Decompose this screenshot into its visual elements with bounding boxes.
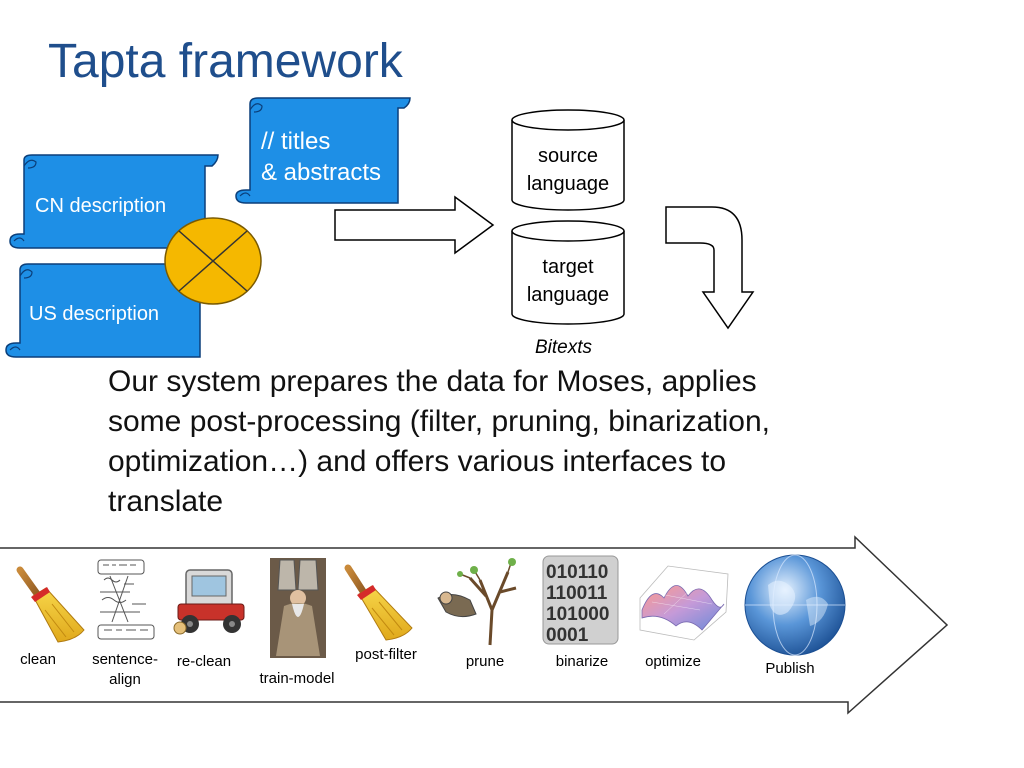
binary-row: 110011 — [546, 583, 608, 604]
titles-label-line2: & abstracts — [261, 159, 382, 186]
source-language-cylinder — [511, 109, 625, 211]
step-sentence-align-line1: sentence- — [92, 651, 158, 668]
step-optimize-label: optimize — [645, 653, 701, 670]
bitexts-caption: Bitexts — [535, 337, 593, 358]
moses-tablets-icon — [270, 558, 326, 658]
binary-row: 101000 — [546, 604, 609, 625]
sentence-align-icon — [97, 559, 155, 640]
titles-label-line1: // titles — [261, 128, 331, 155]
binary-row: 010110 — [546, 562, 608, 583]
cn-description-label: CN description — [35, 195, 167, 217]
us-description-label: US description — [29, 303, 160, 325]
curved-down-arrow — [665, 206, 755, 330]
street-sweeper-icon — [173, 569, 245, 635]
arrow-to-bitexts — [334, 195, 495, 255]
step-train-model-label: train-model — [259, 670, 335, 687]
titles-abstracts-label: // titles & abstracts — [261, 126, 401, 188]
step-sentence-align-label: sentence- align — [92, 650, 158, 690]
pruning-tree-icon — [437, 558, 517, 646]
globe-icon — [744, 554, 846, 656]
target-language-label: target language — [508, 253, 628, 309]
source-line1: source — [537, 145, 599, 167]
target-language-cylinder — [511, 220, 625, 325]
step-re-clean-label: re-clean — [176, 653, 232, 670]
step-post-filter-label: post-filter — [355, 646, 417, 663]
step-sentence-align-line2: align — [109, 671, 141, 688]
step-binarize-label: binarize — [555, 653, 609, 670]
description-text: Our system prepares the data for Moses, … — [108, 365, 770, 518]
us-description-scroll — [5, 263, 211, 358]
step-publish-label: Publish — [765, 660, 815, 677]
surface-plot-icon — [639, 565, 729, 641]
titles-abstracts-scroll — [235, 97, 411, 204]
pipeline-arrow — [0, 535, 949, 715]
broom-icon — [16, 566, 85, 643]
source-language-label: source language — [508, 142, 628, 198]
target-line2: language — [526, 284, 610, 306]
page-title: Tapta framework — [48, 35, 403, 88]
step-prune-label: prune — [465, 653, 505, 670]
merge-circle-icon — [164, 217, 262, 305]
step-clean-label: clean — [20, 651, 56, 668]
target-line1: target — [542, 256, 594, 278]
broom-icon — [344, 564, 413, 641]
source-line2: language — [526, 173, 610, 195]
binary-row: 0001 — [546, 625, 589, 646]
binary-digits-icon: 010110 110011 101000 0001 — [542, 555, 619, 646]
